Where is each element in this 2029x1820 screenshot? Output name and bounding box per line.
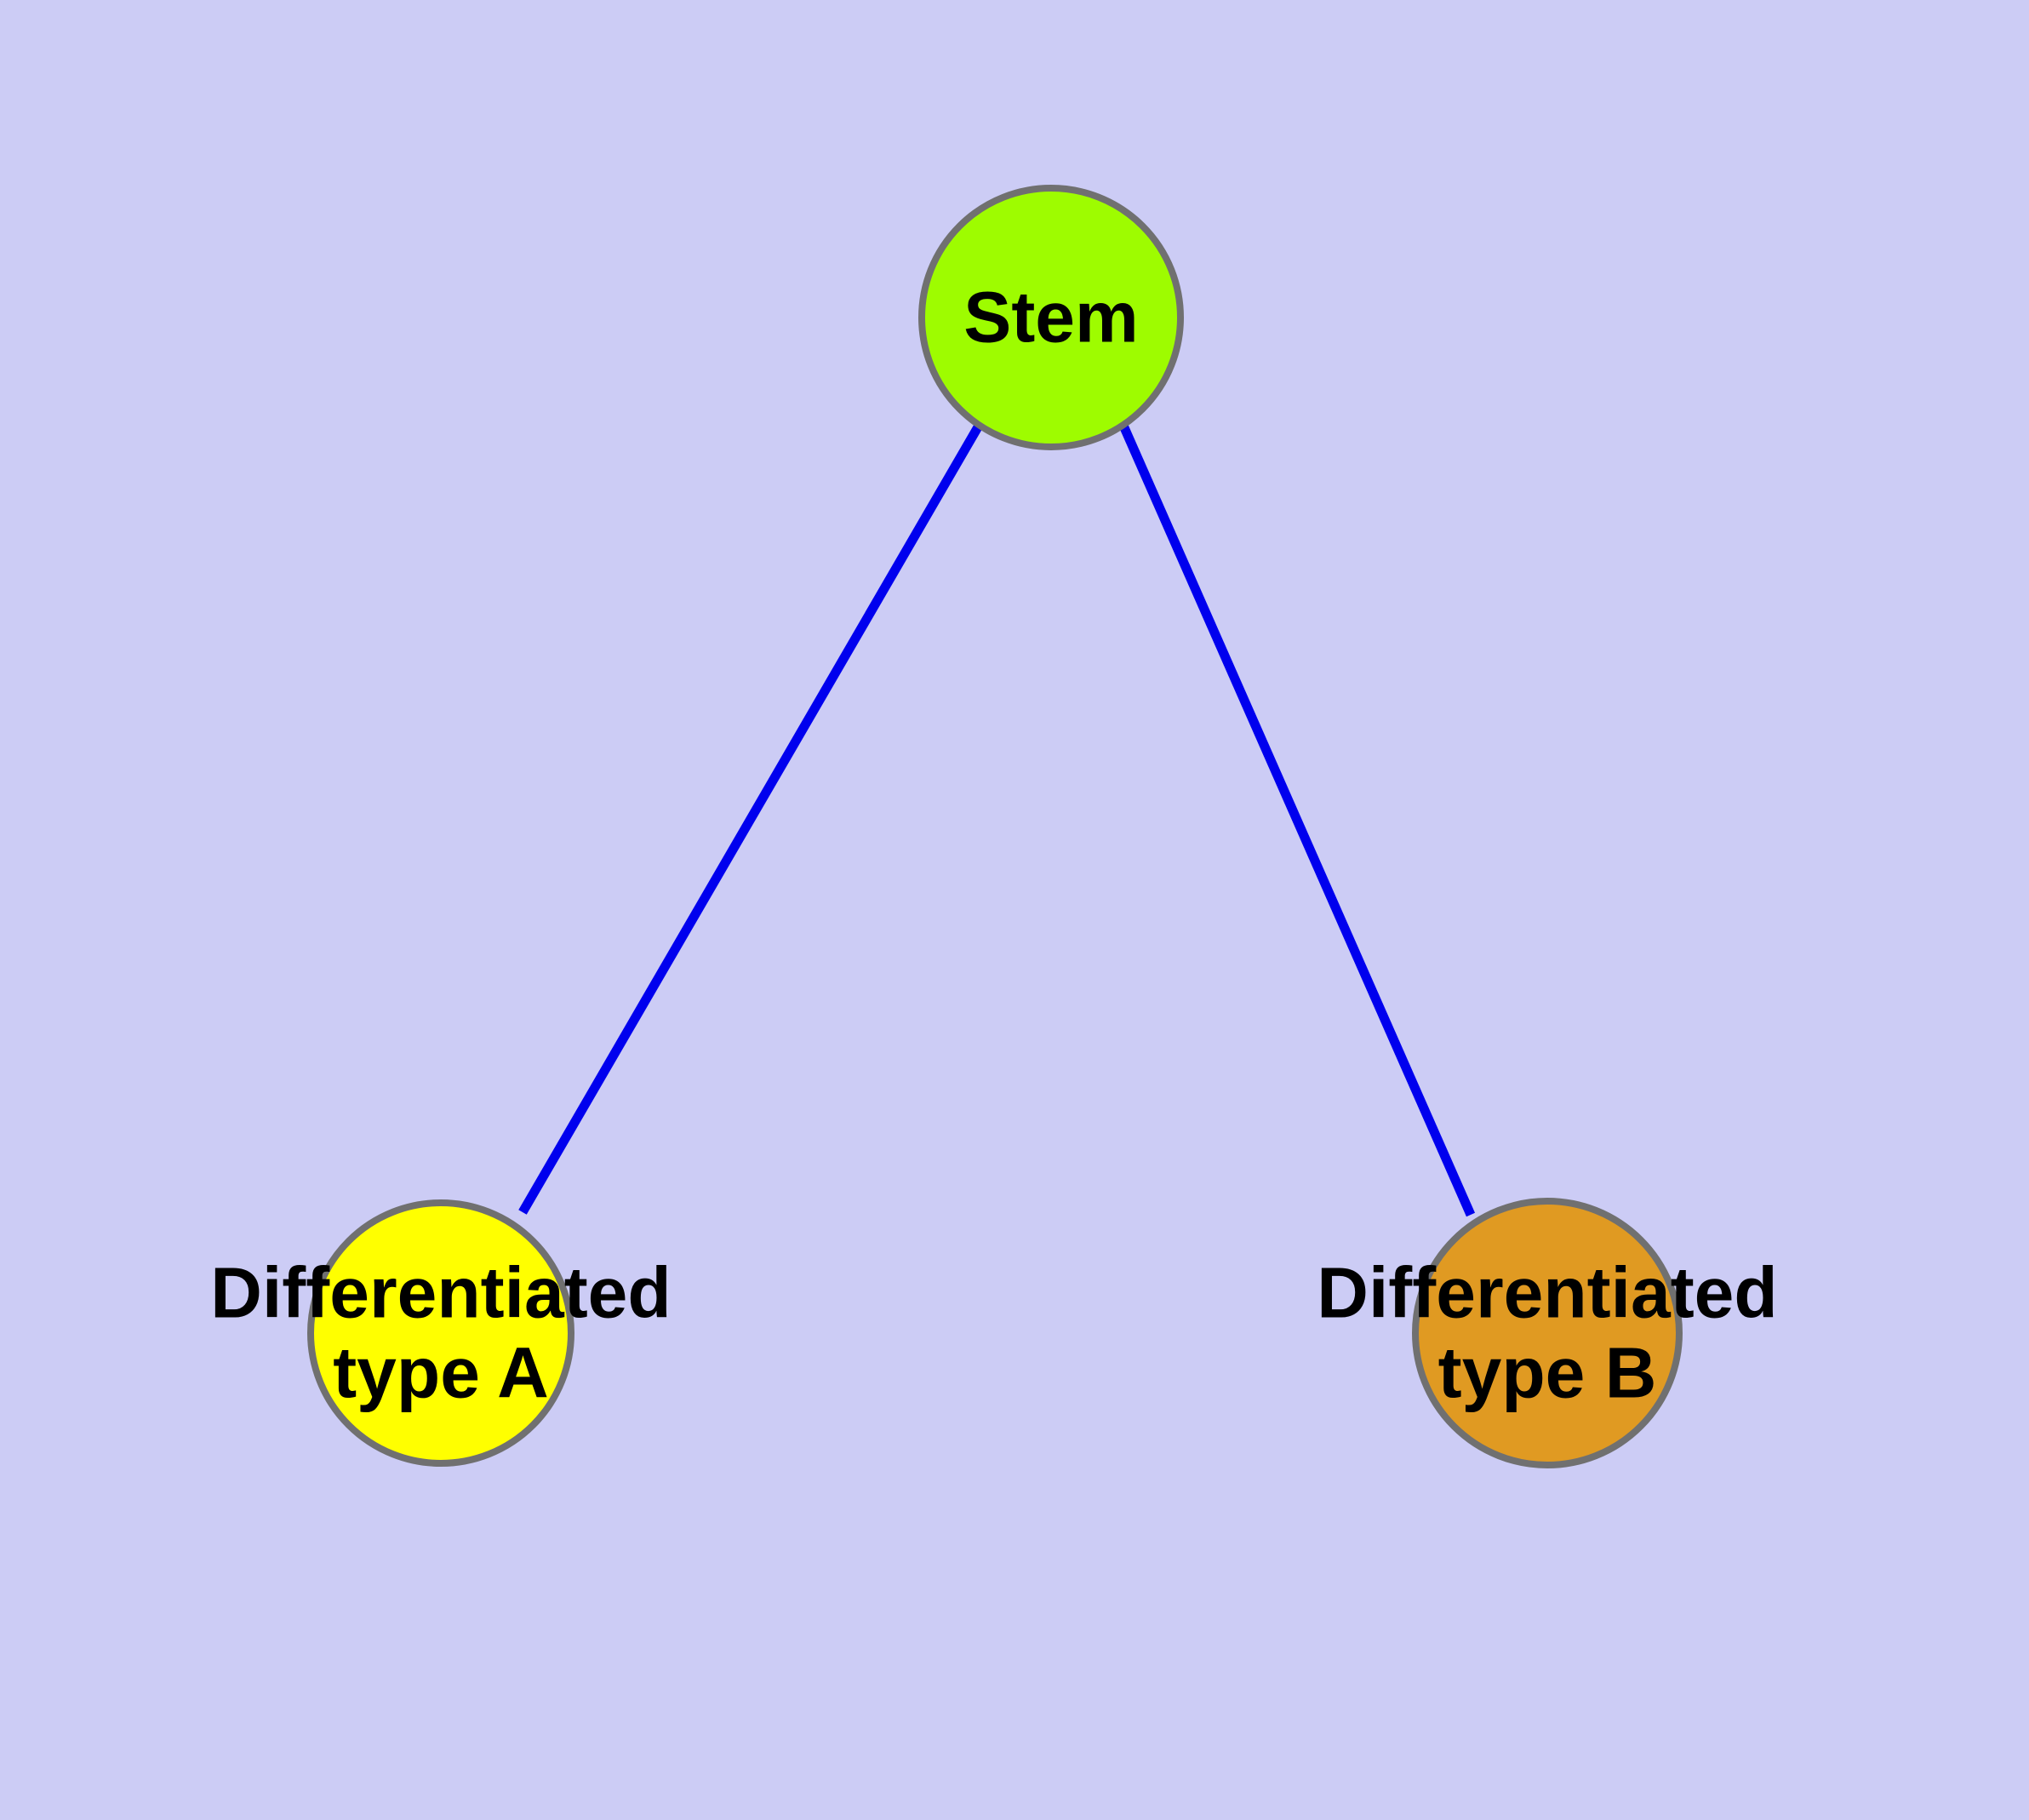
node-layer: Stem Differentiated type A Differentiate… — [210, 185, 1778, 1468]
node-stem-circle[interactable] — [918, 185, 1184, 450]
node-differentiated-type-b-label-line-1: Differentiated — [1317, 1253, 1777, 1333]
node-differentiated-type-b[interactable]: Differentiated type B — [1317, 1198, 1778, 1468]
node-differentiated-type-a-circle[interactable] — [307, 1199, 574, 1467]
node-differentiated-type-a-label-line-1: Differentiated — [210, 1253, 671, 1333]
edge-layer — [518, 423, 1476, 1217]
node-differentiated-type-b-label-line-2: type B — [1438, 1333, 1657, 1413]
node-differentiated-type-a[interactable]: Differentiated type A — [210, 1199, 672, 1467]
node-differentiated-type-a-label-line-2: type A — [333, 1333, 549, 1413]
node-differentiated-type-b-circle[interactable] — [1412, 1198, 1683, 1468]
edge-stem-to-differentiated-type-b[interactable] — [1118, 423, 1476, 1217]
edge-stem-to-differentiated-type-a[interactable] — [518, 423, 983, 1215]
node-stem[interactable]: Stem — [918, 185, 1184, 450]
node-stem-label-line-1: Stem — [963, 278, 1138, 358]
